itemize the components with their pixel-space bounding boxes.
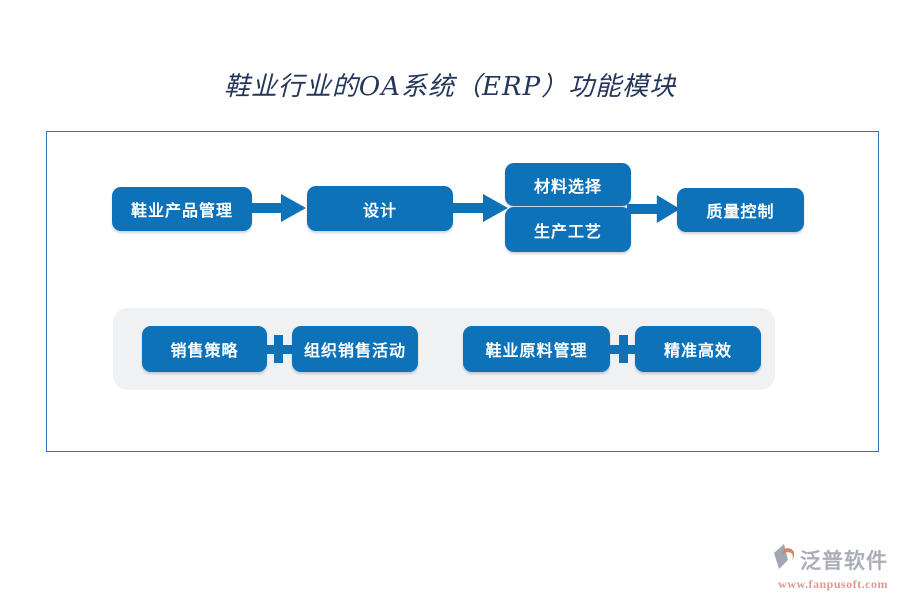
flow-node-production-process: 生产工艺	[505, 207, 631, 252]
panel-node-raw-material-management: 鞋业原料管理	[463, 326, 610, 372]
arrow-right-icon	[451, 193, 509, 223]
watermark-footer: 泛普软件 www.fanpusoft.com	[738, 543, 888, 592]
panel-node-precise-efficient: 精准高效	[635, 326, 761, 372]
fanpu-logo-icon	[772, 543, 798, 576]
plus-icon	[609, 335, 637, 363]
flow-node-product-management: 鞋业产品管理	[112, 187, 252, 231]
brand-name: 泛普软件	[800, 547, 888, 573]
page-title: 鞋业行业的OA系统（ERP）功能模块	[223, 72, 677, 102]
diagram-frame	[46, 131, 879, 452]
flow-node-design: 设计	[307, 186, 453, 231]
panel-node-organize-sales-activity: 组织销售活动	[292, 326, 418, 372]
arrow-right-icon	[249, 193, 307, 223]
flow-node-quality-control: 质量控制	[677, 188, 804, 232]
flow-node-material-selection: 材料选择	[505, 163, 631, 206]
plus-icon	[264, 335, 292, 363]
arrow-right-icon	[627, 194, 681, 224]
panel-node-sales-strategy: 销售策略	[142, 326, 267, 372]
brand-url: www.fanpusoft.com	[778, 577, 888, 591]
